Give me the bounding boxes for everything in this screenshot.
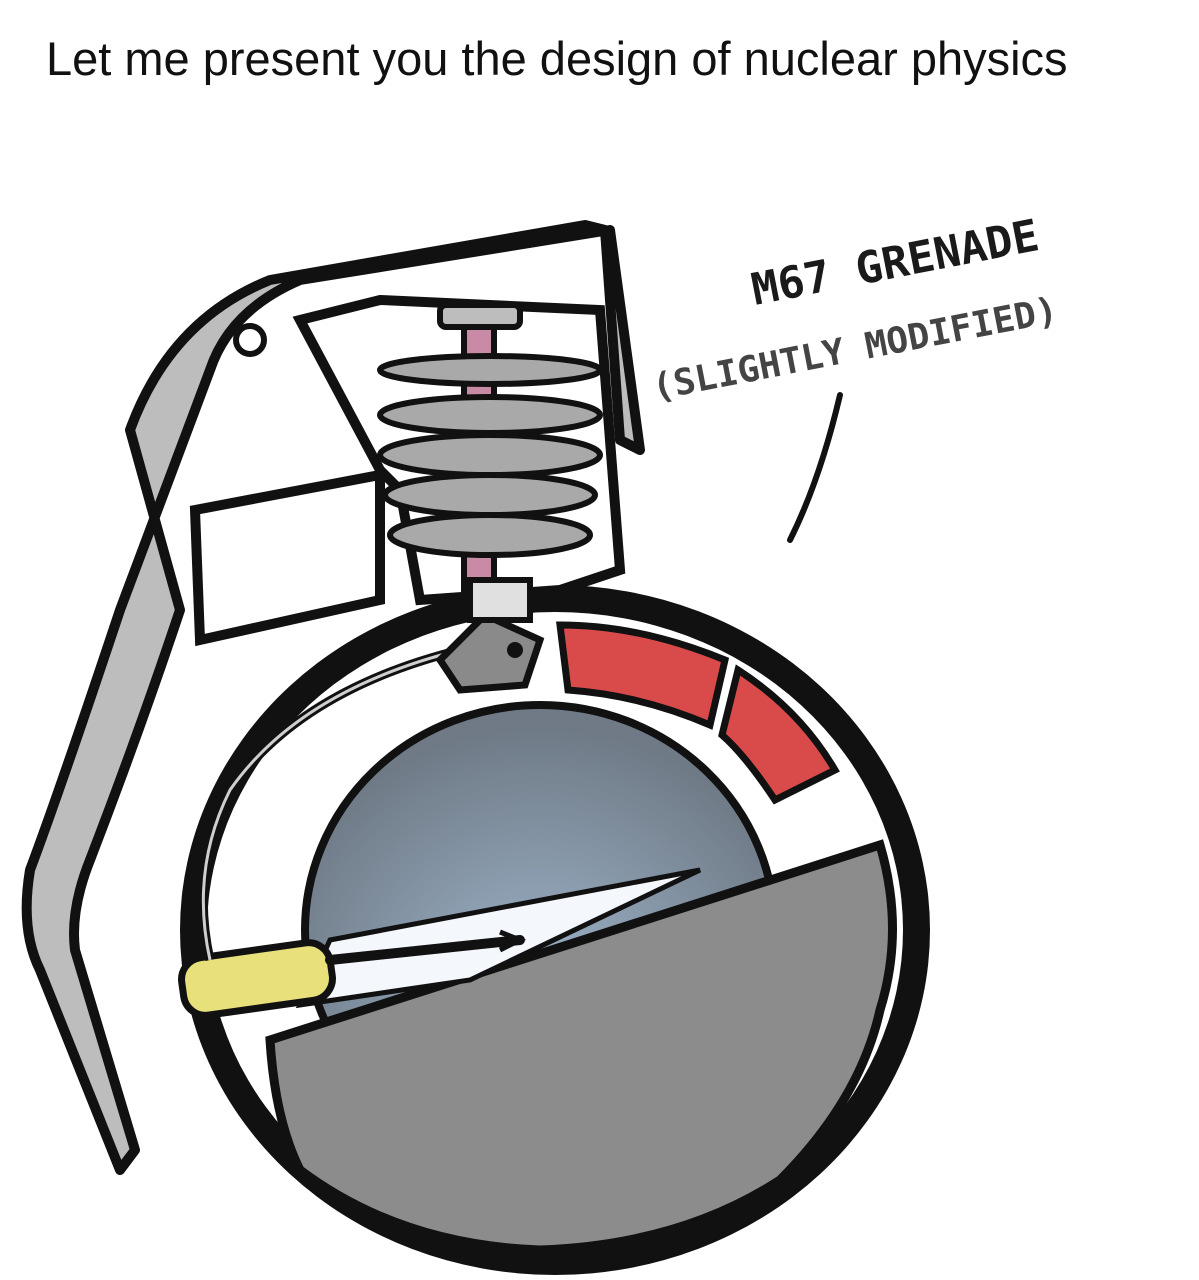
- striker-pivot: [507, 642, 523, 658]
- lever-pin-hole: [233, 323, 267, 357]
- spring-coils: [377, 353, 603, 558]
- label-pointer: [787, 392, 843, 543]
- safety-lever: [21, 220, 645, 1175]
- lever-bracket: [189, 468, 385, 647]
- striker-wire-inner: [201, 648, 461, 961]
- label-slightly-modified: (SLIGHTLY MODIFIED): [649, 290, 1061, 409]
- screwdriver-shaft: [325, 935, 525, 965]
- spring-coil: [387, 512, 593, 558]
- striker-cap: [437, 302, 523, 330]
- detonator-cap: [467, 577, 533, 623]
- spring-coil: [382, 472, 598, 518]
- fuse-block-2: [718, 664, 840, 805]
- fuse-block-1: [556, 621, 730, 730]
- screwdriver-handle: [178, 939, 336, 1019]
- spring-coil: [377, 432, 603, 478]
- screwdriver-tip: [498, 929, 527, 953]
- grenade-cartoon: M67 GRENADE (SLIGHTLY MODIFIED): [21, 210, 1061, 1275]
- spring-coil: [377, 353, 603, 387]
- wedge-slab: [265, 839, 897, 1255]
- post-caption: Let me present you the design of nuclear…: [46, 32, 1068, 85]
- spring-coil: [377, 394, 603, 436]
